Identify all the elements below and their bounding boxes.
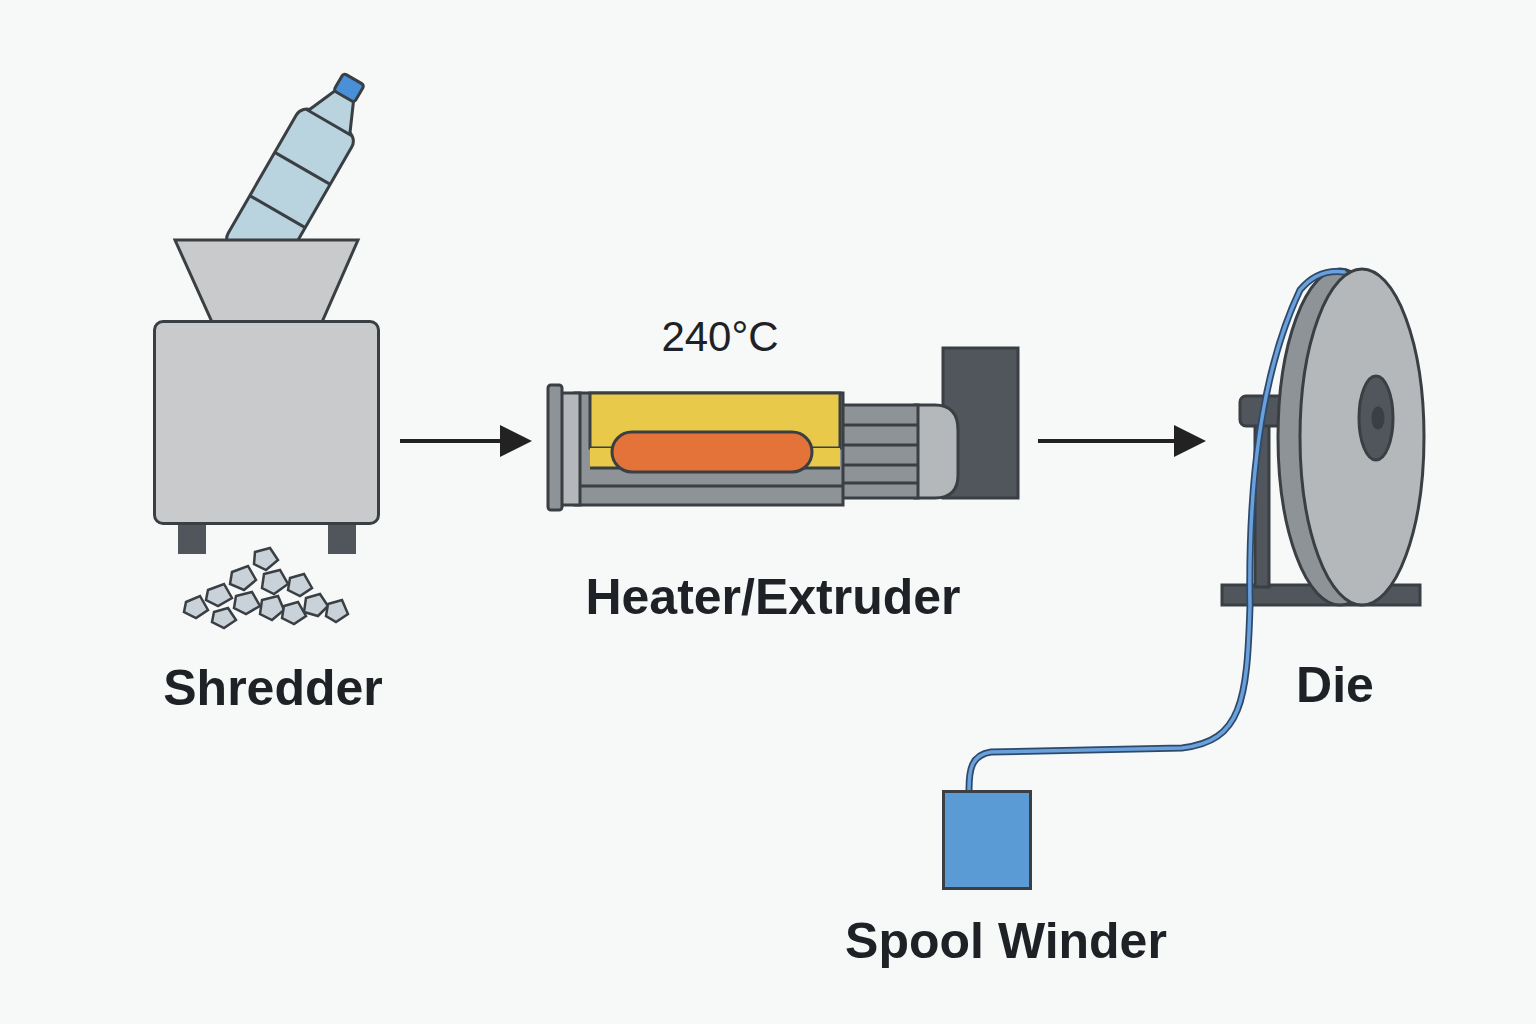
flow-arrow xyxy=(400,441,528,442)
node-label: Shredder xyxy=(163,659,383,717)
filament xyxy=(1250,271,1345,606)
node-label: Heater/Extruder xyxy=(585,568,960,626)
temperature-label: 240°C xyxy=(661,313,778,361)
die-reel-box: Die xyxy=(1222,268,1427,608)
filament-connector xyxy=(969,606,1250,790)
die-reel xyxy=(1222,269,1424,605)
flow-arrow xyxy=(1038,441,1202,442)
extruder-box: Heater/Extruder xyxy=(548,348,1018,505)
filament xyxy=(1250,271,1345,606)
extruder-machine xyxy=(548,348,1018,510)
connector-line xyxy=(969,606,1250,790)
shredder-foot xyxy=(328,522,356,554)
hopper xyxy=(175,240,358,322)
spool-winder-box: Spool Winder xyxy=(942,790,1032,890)
connector-line xyxy=(400,439,528,443)
node-label: Spool Winder xyxy=(845,912,1167,970)
connector-line xyxy=(1038,439,1202,443)
node-label: Die xyxy=(1296,656,1374,714)
plastic-flakes xyxy=(184,548,348,628)
shredder-body: Shredder xyxy=(153,320,380,525)
filament-outline xyxy=(969,606,1250,790)
shredder-foot xyxy=(178,522,206,554)
